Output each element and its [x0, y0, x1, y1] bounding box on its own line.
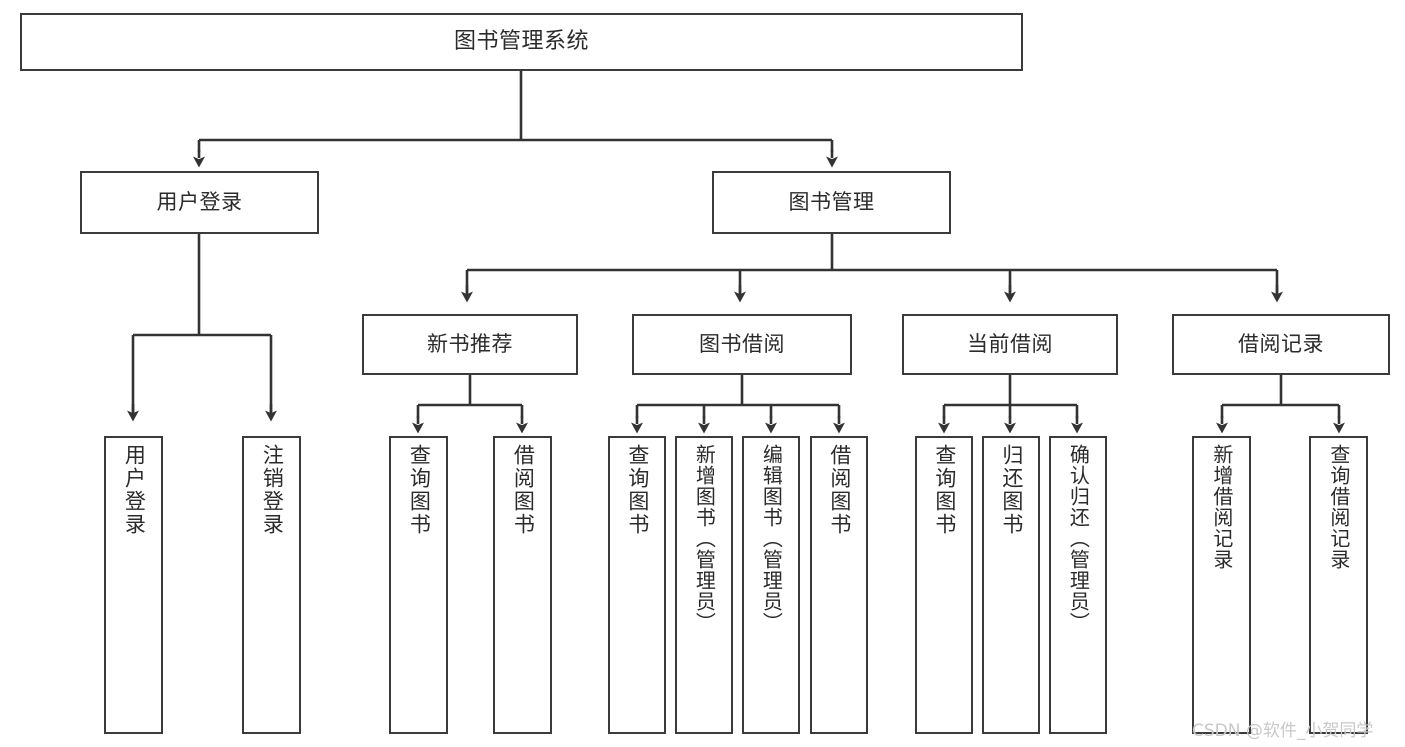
node-leaf-user-login-label: 用户登录 — [122, 444, 147, 536]
node-leaf-borrow-book-2-label: 借阅图书 — [827, 444, 852, 536]
node-leaf-borrow-book-1[interactable]: 借阅图书 — [493, 436, 552, 734]
node-leaf-user-logout-label: 注销登录 — [260, 444, 285, 536]
node-leaf-edit-book[interactable]: 编辑图书（管理员） — [742, 436, 800, 734]
node-root-label: 图书管理系统 — [453, 29, 589, 55]
node-leaf-borrow-book-1-label: 借阅图书 — [511, 444, 536, 536]
node-leaf-query-book-2-label: 查询图书 — [625, 444, 650, 536]
node-book-manage-label: 图书管理 — [788, 190, 875, 215]
node-leaf-return-book-label: 归还图书 — [999, 444, 1024, 536]
node-leaf-borrow-book-2[interactable]: 借阅图书 — [810, 436, 868, 734]
node-new-book-rec-label: 新书推荐 — [427, 332, 513, 357]
node-leaf-user-logout[interactable]: 注销登录 — [242, 436, 301, 734]
node-leaf-add-record[interactable]: 新增借阅记录 — [1192, 436, 1251, 734]
node-current-borrow[interactable]: 当前借阅 — [902, 314, 1118, 375]
node-leaf-user-login[interactable]: 用户登录 — [104, 436, 163, 734]
node-book-manage[interactable]: 图书管理 — [712, 171, 951, 234]
node-leaf-add-book-label: 新增图书（管理员） — [692, 444, 717, 633]
node-new-book-rec[interactable]: 新书推荐 — [362, 314, 578, 375]
node-leaf-confirm-return-label: 确认归还（管理员） — [1066, 444, 1091, 633]
node-leaf-return-book[interactable]: 归还图书 — [982, 436, 1040, 734]
node-root[interactable]: 图书管理系统 — [20, 13, 1023, 71]
node-leaf-query-book-1-label: 查询图书 — [407, 444, 432, 536]
node-leaf-query-record-label: 查询借阅记录 — [1326, 444, 1351, 570]
node-leaf-query-book-2[interactable]: 查询图书 — [608, 436, 666, 734]
node-book-borrow[interactable]: 图书借阅 — [632, 314, 852, 375]
node-leaf-query-record[interactable]: 查询借阅记录 — [1309, 436, 1368, 734]
node-leaf-add-book[interactable]: 新增图书（管理员） — [675, 436, 733, 734]
node-book-borrow-label: 图书借阅 — [699, 332, 785, 357]
node-current-borrow-label: 当前借阅 — [967, 332, 1053, 357]
node-leaf-query-book-1[interactable]: 查询图书 — [389, 436, 448, 734]
node-borrow-record[interactable]: 借阅记录 — [1172, 314, 1390, 375]
node-leaf-add-record-label: 新增借阅记录 — [1209, 444, 1234, 570]
node-user-login-label: 用户登录 — [156, 190, 243, 215]
node-leaf-edit-book-label: 编辑图书（管理员） — [759, 444, 784, 633]
node-borrow-record-label: 借阅记录 — [1238, 332, 1324, 357]
node-leaf-confirm-return[interactable]: 确认归还（管理员） — [1049, 436, 1107, 734]
node-leaf-query-book-3[interactable]: 查询图书 — [915, 436, 973, 734]
node-user-login[interactable]: 用户登录 — [80, 171, 319, 234]
csdn-watermark: CSDN @软件_小贺同学 — [1192, 721, 1374, 741]
node-leaf-query-book-3-label: 查询图书 — [932, 444, 957, 536]
